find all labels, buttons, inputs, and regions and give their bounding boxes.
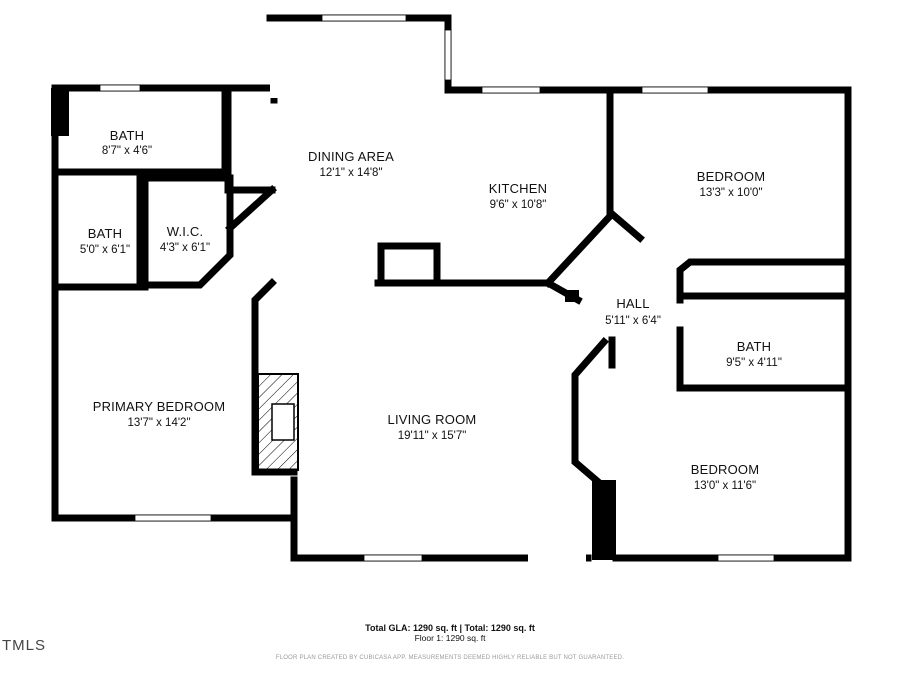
fireplace-inner (271, 403, 295, 441)
door-openings (270, 22, 586, 562)
room-name-wic: W.I.C. (167, 224, 204, 239)
opening-dining-west (270, 22, 278, 98)
window-bath1 (99, 84, 141, 92)
room-dims-kitchen: 9'6" x 10'8" (490, 199, 547, 211)
walls (51, 14, 852, 562)
room-name-kitchen: KITCHEN (489, 181, 547, 196)
window-bay-top (321, 14, 407, 22)
room-name-bath2: BATH (88, 226, 123, 241)
room-dims-wic: 4'3" x 6'1" (160, 242, 210, 254)
room-dims-bath1: 8'7" x 4'6" (102, 145, 152, 157)
floor-area: Floor 1: 1290 sq. ft (415, 633, 487, 643)
wall-bedroom2-closet (571, 337, 615, 497)
window-bedroom1 (641, 86, 709, 94)
wall-hall-post (565, 290, 579, 302)
wall-pantry (377, 242, 441, 287)
room-dims-bath3: 9'5" x 4'11" (726, 357, 782, 369)
disclaimer: FLOOR PLAN CREATED BY CUBICASA APP. MEAS… (276, 655, 624, 661)
tmls-logo: TMLS (2, 637, 46, 654)
room-name-living: LIVING ROOM (388, 412, 477, 427)
wall-bath3-bottom (676, 326, 852, 392)
room-name-bath3: BATH (737, 339, 772, 354)
room-dims-hall: 5'11" x 6'4" (605, 315, 661, 327)
wall-mass-topleft (51, 88, 69, 136)
wall-top-left (51, 84, 278, 104)
room-name-hall: HALL (616, 296, 649, 311)
wall-bath3 (676, 258, 852, 304)
window-kitchen (481, 86, 541, 94)
room-labels: BATH 8'7" x 4'6" BATH 5'0" x 6'1" W.I.C.… (80, 128, 782, 492)
room-dims-primary: 13'7" x 14'2" (127, 417, 190, 429)
room-dims-living: 19'11" x 15'7" (398, 430, 467, 442)
room-name-dining: DINING AREA (308, 149, 394, 164)
wall-mass-bedroom2 (592, 480, 616, 560)
windows (99, 14, 775, 562)
room-name-bedroom1: BEDROOM (697, 169, 766, 184)
total-gla: Total GLA: 1290 sq. ft | Total: 1290 sq.… (365, 623, 535, 633)
fireplace (257, 373, 299, 471)
wall-wic (141, 174, 234, 289)
room-name-bedroom2: BEDROOM (691, 462, 760, 477)
room-name-primary: PRIMARY BEDROOM (93, 399, 226, 414)
window-primary (134, 514, 212, 522)
window-bay-right (444, 29, 452, 81)
window-bedroom2 (717, 554, 775, 562)
wall-bay (266, 14, 614, 94)
room-name-bath1: BATH (110, 128, 145, 143)
wall-diag-hall (225, 185, 277, 233)
window-living (363, 554, 423, 562)
room-dims-bedroom1: 13'3" x 10'0" (699, 187, 762, 199)
opening-living-entry (528, 554, 586, 562)
wall-living-west (251, 278, 298, 476)
room-dims-bedroom2: 13'0" x 11'6" (694, 480, 756, 492)
wall-hall-nw (543, 209, 645, 288)
room-dims-bath2: 5'0" x 6'1" (80, 244, 130, 256)
room-dims-dining: 12'1" x 14'8" (319, 167, 382, 179)
